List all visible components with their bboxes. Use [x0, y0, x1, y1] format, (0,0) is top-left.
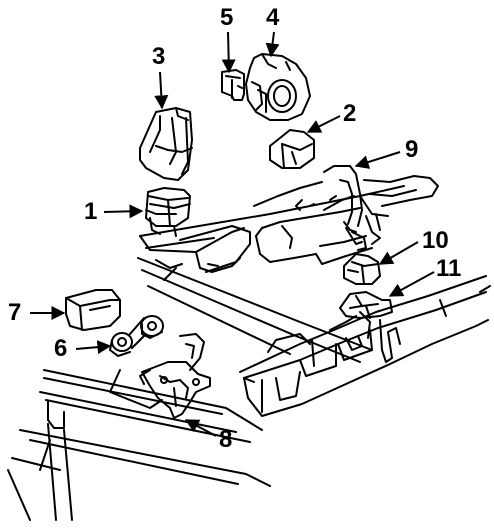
leader-8 [184, 419, 217, 437]
callout-11: 11 [436, 255, 462, 282]
callout-5: 5 [220, 4, 234, 31]
front-crossmember [239, 275, 491, 417]
leader-1 [103, 204, 144, 219]
leader-9 [354, 151, 401, 169]
callout-10: 10 [422, 227, 449, 254]
part-4-flywheel-mount [245, 53, 311, 121]
leader-4 [265, 31, 280, 58]
part-2-mount-bracket [269, 129, 315, 169]
part-6-torque-strut [109, 315, 164, 357]
callout-8: 8 [219, 426, 233, 453]
frame-rail [137, 185, 405, 363]
leader-3 [154, 71, 169, 110]
radiator-support [7, 369, 271, 521]
part-3-engine-bracket [139, 107, 193, 181]
leader-10 [378, 241, 419, 265]
crossmember-tube [323, 165, 439, 251]
part-11-mount-bracket-lower [339, 291, 393, 319]
leader-5 [221, 31, 236, 74]
part-10-transmission-mount [343, 253, 381, 285]
callout-7: 7 [8, 299, 22, 326]
leader-11 [388, 271, 435, 297]
part-1-engine-mount [145, 187, 191, 237]
callout-9: 9 [405, 136, 419, 163]
part-5-clip [221, 69, 245, 101]
callout-6: 6 [54, 335, 68, 362]
part-7-insulator [65, 289, 121, 331]
leader-6 [75, 340, 112, 355]
callout-2: 2 [343, 100, 357, 127]
callout-3: 3 [152, 43, 166, 70]
callout-4: 4 [266, 4, 280, 31]
upper-crossmember [139, 181, 373, 273]
leader-2 [306, 115, 341, 133]
part-8-strut-bracket [139, 333, 211, 419]
leader-lines [30, 31, 435, 437]
callout-1: 1 [84, 198, 98, 225]
